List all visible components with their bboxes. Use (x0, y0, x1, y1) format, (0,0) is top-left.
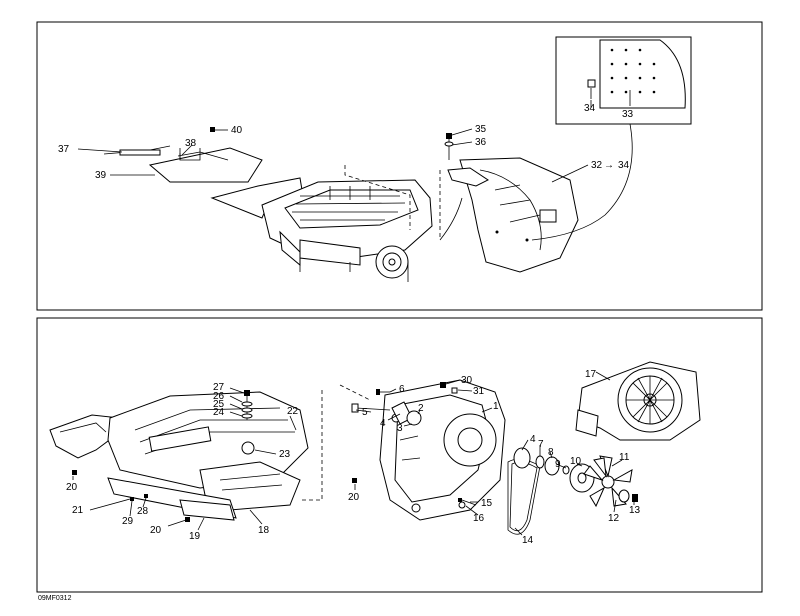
callout-32: 32 (591, 160, 603, 171)
callout-29: 29 (122, 516, 134, 527)
callout-12: 12 (608, 513, 620, 524)
callout-40: 40 (231, 125, 243, 136)
callout-33: 33 (622, 109, 634, 120)
callout-18: 18 (258, 525, 270, 536)
callout-19: 19 (189, 531, 201, 542)
callout-22: 22 (287, 406, 299, 417)
callout-4-right: 4 (530, 434, 536, 445)
callout-17: 17 (585, 369, 597, 380)
drive-belt (507, 458, 541, 535)
callout-20-lower: 20 (150, 525, 162, 536)
callout-10: 10 (570, 456, 582, 467)
bottom-leaders (72, 371, 635, 536)
callout-24: 24 (213, 407, 225, 418)
callout-8: 8 (548, 447, 554, 458)
callout-14: 14 (522, 535, 534, 546)
callout-35: 35 (475, 124, 487, 135)
intake-cover (107, 391, 309, 511)
callout-27: 27 (213, 382, 225, 393)
callout-15: 15 (481, 498, 493, 509)
inset-box (555, 36, 692, 125)
callout-7: 7 (538, 439, 544, 450)
bottom-panel-frame (36, 317, 763, 593)
bolt-35 (444, 133, 454, 160)
callout-11: 11 (619, 452, 630, 463)
callout-38: 38 (185, 138, 197, 149)
top-leaders (77, 100, 592, 183)
callout-26: 26 (213, 391, 225, 402)
callout-3: 3 (397, 423, 403, 434)
lower-bracket (107, 477, 237, 521)
bolt-stack (241, 390, 253, 420)
callout-36: 36 (475, 137, 487, 148)
air-duct-left (49, 414, 121, 459)
callout-1: 1 (493, 401, 499, 412)
fan-housing-17 (575, 361, 701, 441)
callout-16: 16 (473, 513, 485, 524)
callout-31: 31 (473, 386, 485, 397)
pulley-stack (513, 447, 595, 493)
callout-2: 2 (418, 403, 424, 414)
callout-25: 25 (213, 399, 225, 410)
callout-13: 13 (629, 505, 641, 516)
engine-assembly (210, 177, 433, 282)
callout-37: 37 (58, 144, 70, 155)
fan-housing-top (447, 157, 579, 273)
callout-21: 21 (72, 505, 84, 516)
callout-23: 23 (279, 449, 291, 460)
callout-9: 9 (555, 459, 561, 470)
callout-39: 39 (95, 170, 107, 181)
callout-28: 28 (137, 506, 149, 517)
callout-30: 30 (461, 375, 473, 386)
cover-plate (103, 145, 263, 183)
top-panel-frame (36, 21, 763, 311)
bolt-40 (210, 127, 215, 132)
callout-34-inset: 34 (584, 103, 596, 114)
callout-34-range: 34 (618, 160, 630, 171)
arrow-glyph: → (604, 160, 614, 171)
callout-5: 5 (362, 407, 368, 418)
callout-20-left: 20 (66, 482, 78, 493)
bracket-2-5 (351, 401, 422, 426)
callout-20-right: 20 (348, 492, 360, 503)
callout-6: 6 (399, 384, 405, 395)
callout-4-left: 4 (380, 418, 386, 429)
drawing-code: 09MF0312 (38, 595, 72, 602)
